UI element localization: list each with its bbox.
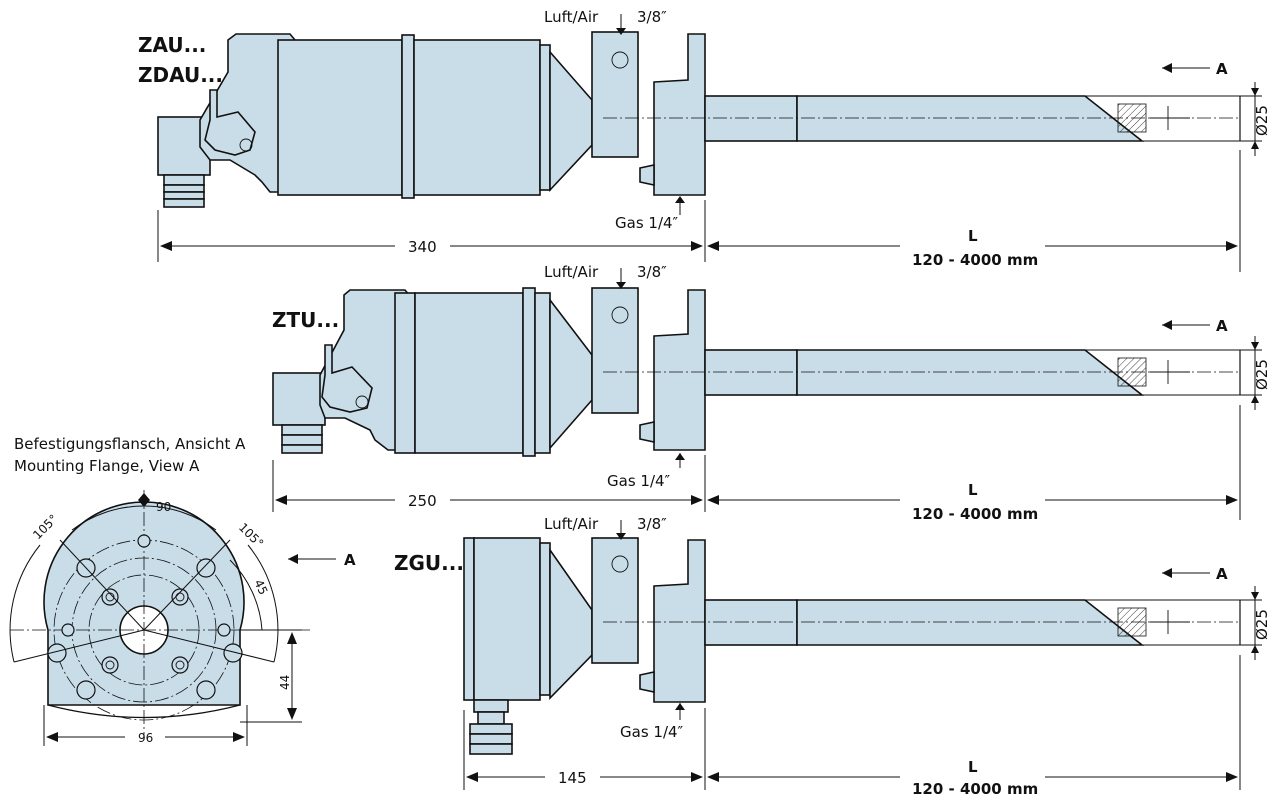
variant-zau: ZAU... ZDAU... (138, 8, 1271, 272)
flange-title-en: Mounting Flange, View A (14, 457, 200, 475)
tube-length-label: L (968, 758, 978, 776)
tube-length-range: 120 - 4000 mm (912, 505, 1038, 523)
variant-ztu: ZTU... (272, 263, 1271, 523)
flange-title-de: Befestigungsflansch, Ansicht A (14, 435, 246, 453)
flange-height: 44 (278, 675, 292, 690)
model-label-zgu: ZGU... (394, 551, 464, 575)
view-label: A (1216, 317, 1228, 335)
air-label: Luft/Air (544, 263, 599, 281)
gas-label: Gas 1/4″ (607, 472, 671, 490)
view-label: A (1216, 565, 1228, 583)
air-size: 3/8″ (637, 263, 667, 281)
tube-length-label: L (968, 481, 978, 499)
body-length: 340 (408, 238, 437, 256)
diameter-label: Ø25 (1253, 105, 1271, 136)
burner-head (157, 31, 706, 208)
burner-tube (603, 349, 1241, 396)
flange-view-label: A (344, 551, 356, 569)
diameter-label: Ø25 (1253, 359, 1271, 390)
tube-length-label: L (968, 227, 978, 245)
air-label: Luft/Air (544, 8, 599, 26)
body-length: 145 (558, 769, 587, 787)
model-label-zdau: ZDAU... (138, 63, 223, 87)
flange-width: 96 (138, 731, 153, 745)
model-label-zau: ZAU... (138, 33, 206, 57)
body-length: 250 (408, 492, 437, 510)
burner-head (463, 537, 706, 755)
diameter-label: Ø25 (1253, 609, 1271, 640)
gas-label: Gas 1/4″ (615, 214, 679, 232)
angle-right: 105° (236, 520, 266, 550)
angle-small: 45 (251, 577, 270, 597)
tube-length-range: 120 - 4000 mm (912, 780, 1038, 796)
air-size: 3/8″ (637, 515, 667, 533)
mounting-flange-view: Befestigungsflansch, Ansicht A Mounting … (9, 435, 356, 746)
burner-tube (603, 599, 1241, 646)
air-label: Luft/Air (544, 515, 599, 533)
angle-left: 105° (30, 512, 60, 542)
burner-tube (603, 95, 1241, 142)
tube-length-range: 120 - 4000 mm (912, 251, 1038, 269)
air-size: 3/8″ (637, 8, 667, 26)
gas-label: Gas 1/4″ (620, 723, 684, 741)
angle-top: 90 (156, 500, 171, 514)
burner-head (272, 287, 706, 457)
model-label-ztu: ZTU... (272, 308, 339, 332)
view-label: A (1216, 60, 1228, 78)
variant-zgu: ZGU... Luft/Air (394, 515, 1271, 796)
